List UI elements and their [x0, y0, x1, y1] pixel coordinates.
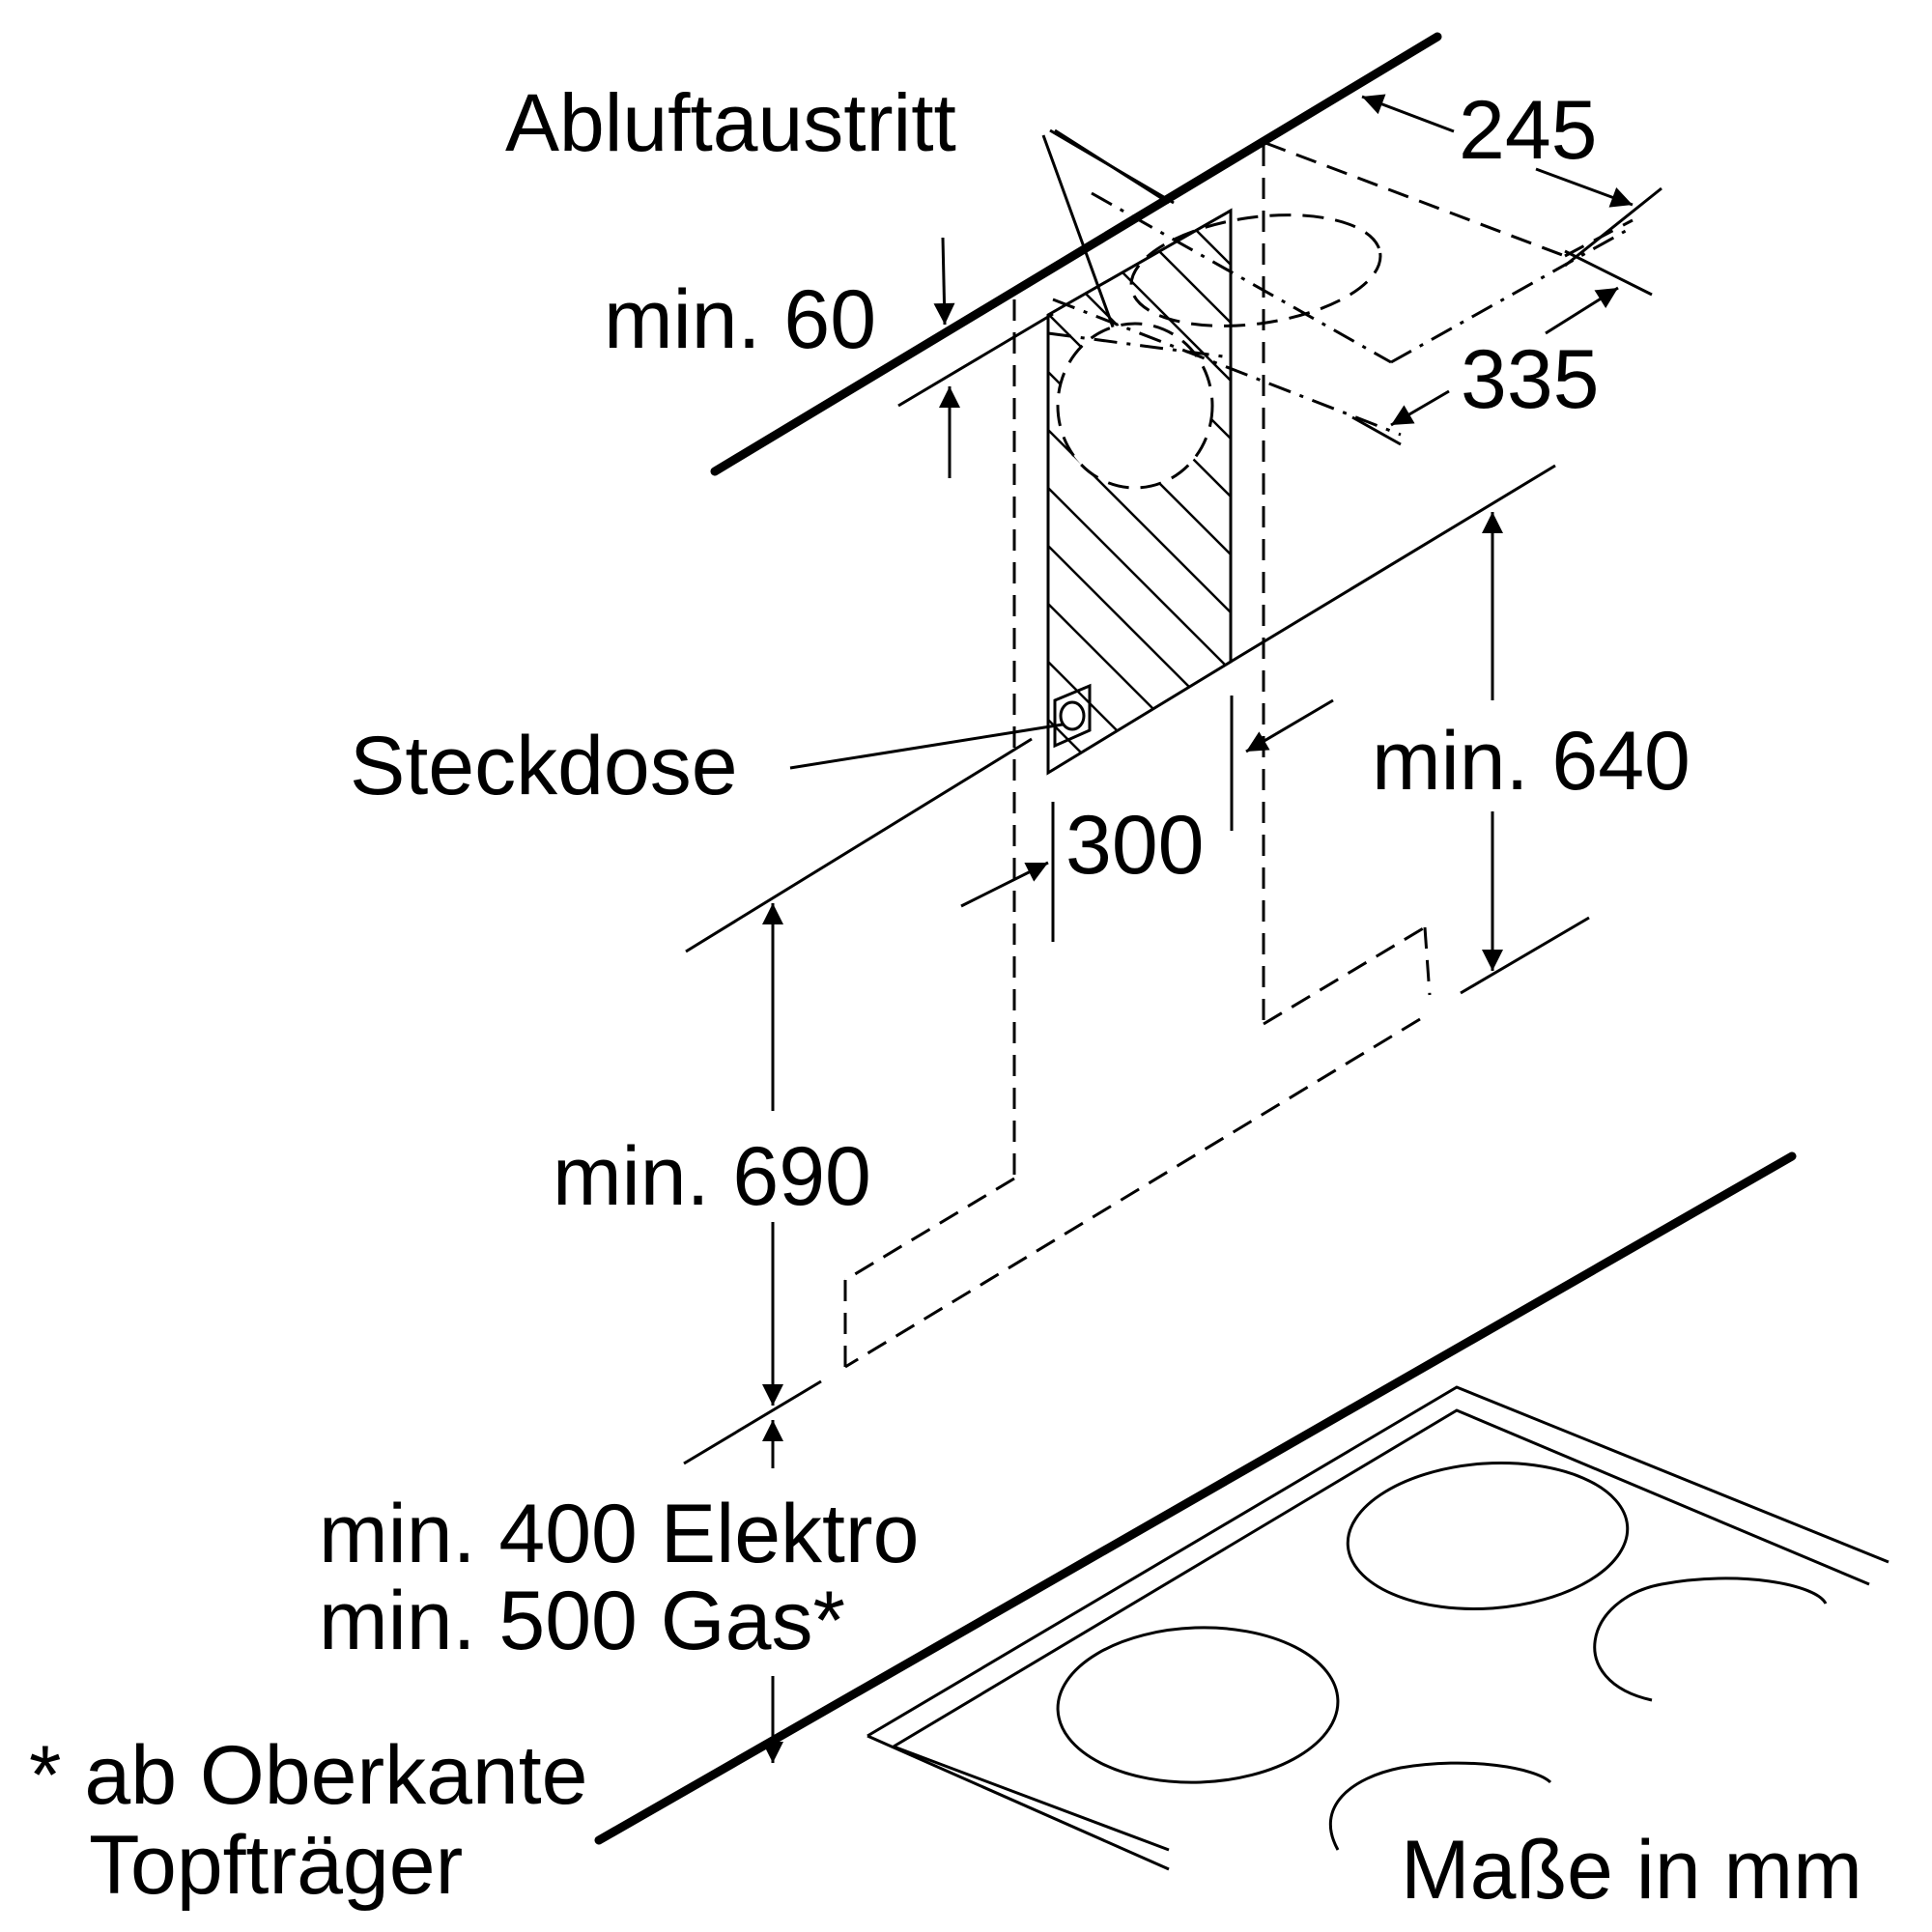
min-500-gas-label: min. 500 Gas* — [319, 1575, 845, 1667]
dim-300-arrows — [960, 696, 1334, 942]
footnote-line1: * ab Oberkante — [29, 1729, 588, 1822]
min-60-label: min. 60 — [604, 273, 877, 366]
ceiling-line — [710, 32, 1442, 476]
min-690-label: min. 690 — [553, 1130, 871, 1223]
steckdose-label: Steckdose — [350, 720, 738, 812]
hood-reference-lines — [683, 464, 1590, 1465]
dim-245-arrows — [1361, 94, 1662, 268]
wall-hatching — [1048, 211, 1231, 773]
exhaust-outlet — [1047, 298, 1402, 490]
footnote-line2: Topfträger — [89, 1819, 464, 1912]
socket-icon — [789, 683, 1092, 770]
chimney-footprint-ceiling — [1049, 128, 1653, 446]
min-640-label: min. 640 — [1372, 715, 1690, 808]
cooktop — [594, 1151, 1889, 1871]
dim-335-label: 335 — [1461, 333, 1600, 426]
chimney-outline — [843, 145, 1432, 1369]
min-60-dimension — [897, 237, 1054, 478]
dim-245-label: 245 — [1459, 84, 1598, 177]
abluftaustritt-label: Abluftaustritt — [505, 77, 956, 168]
min-400-elektro-label: min. 400 Elektro — [319, 1488, 920, 1580]
units-note: Maße in mm — [1401, 1824, 1862, 1917]
dim-300-label: 300 — [1065, 799, 1205, 892]
dim-335-arrows — [1390, 286, 1619, 427]
